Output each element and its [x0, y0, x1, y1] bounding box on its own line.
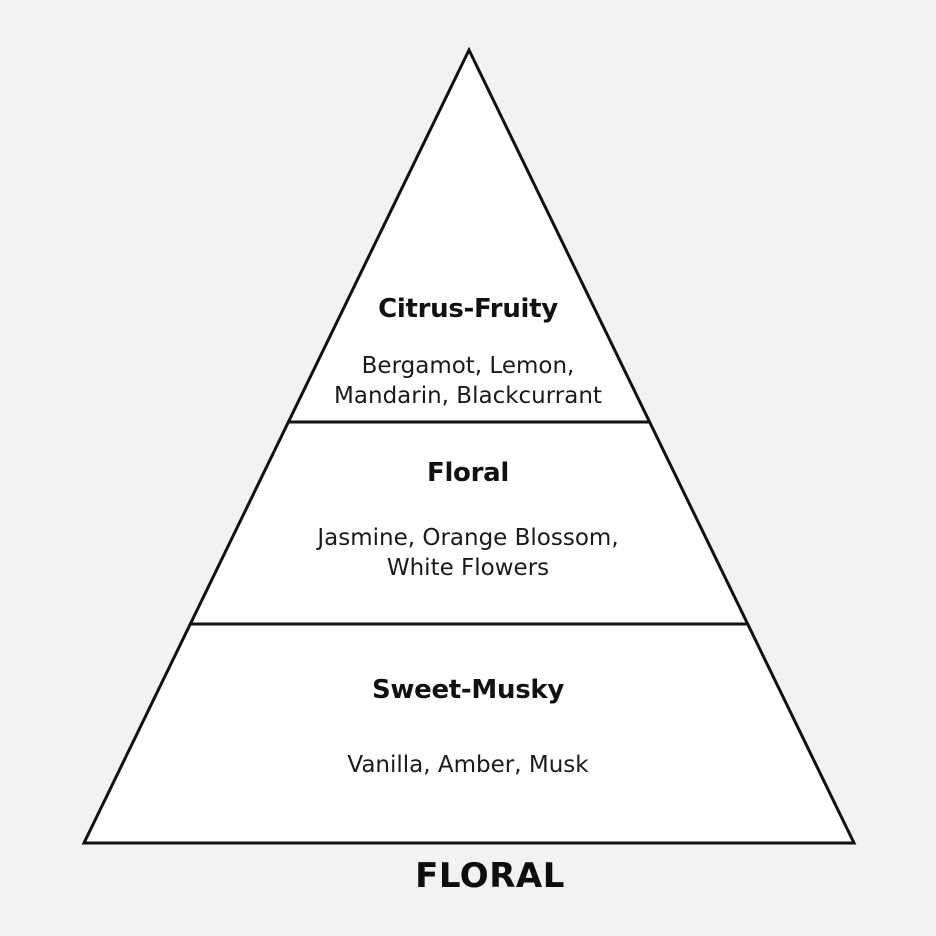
base-notes-list: Vanilla, Amber, Musk — [218, 750, 718, 780]
base-notes-title: Sweet-Musky — [371, 675, 565, 705]
heart-notes-title: Floral — [426, 458, 509, 488]
heart-notes-line-1: Jasmine, Orange Blossom, — [317, 525, 619, 551]
fragrance-family-label: FLORAL — [415, 856, 565, 896]
top-notes-list: Bergamot, Lemon, Mandarin, Blackcurrant — [218, 351, 718, 411]
heart-notes-line-2: White Flowers — [386, 555, 550, 581]
pyramid-outline — [81, 46, 857, 845]
top-notes-title: Citrus-Fruity — [378, 294, 558, 324]
top-notes-line-2: Mandarin, Blackcurrant — [334, 383, 602, 409]
base-notes-line-1: Vanilla, Amber, Musk — [347, 752, 589, 778]
heart-notes-list: Jasmine, Orange Blossom, White Flowers — [218, 523, 718, 583]
top-notes-line-1: Bergamot, Lemon, — [361, 353, 575, 379]
